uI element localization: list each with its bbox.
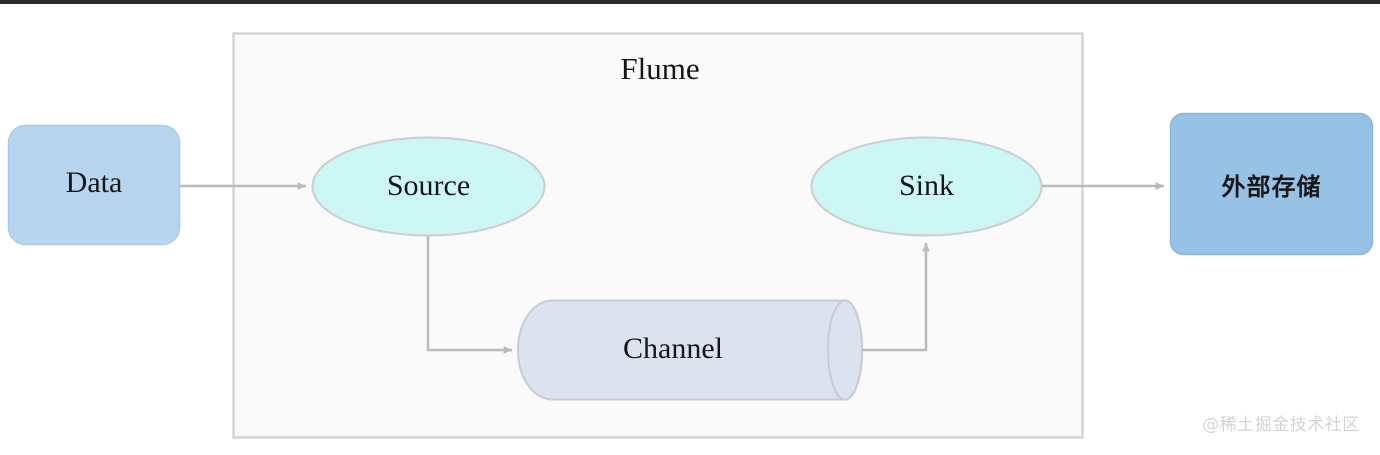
external-storage-node[interactable] xyxy=(1169,112,1374,256)
top-bar xyxy=(0,0,1380,4)
watermark: @稀土掘金技术社区 xyxy=(1202,414,1360,435)
edge-source-to-channel xyxy=(426,236,513,354)
source-node[interactable] xyxy=(311,136,546,237)
edge-channel-to-sink xyxy=(862,242,930,352)
channel-node[interactable] xyxy=(517,299,863,401)
sink-node[interactable] xyxy=(810,136,1043,237)
channel-cap-ellipse xyxy=(827,299,863,401)
data-node[interactable] xyxy=(7,124,181,246)
